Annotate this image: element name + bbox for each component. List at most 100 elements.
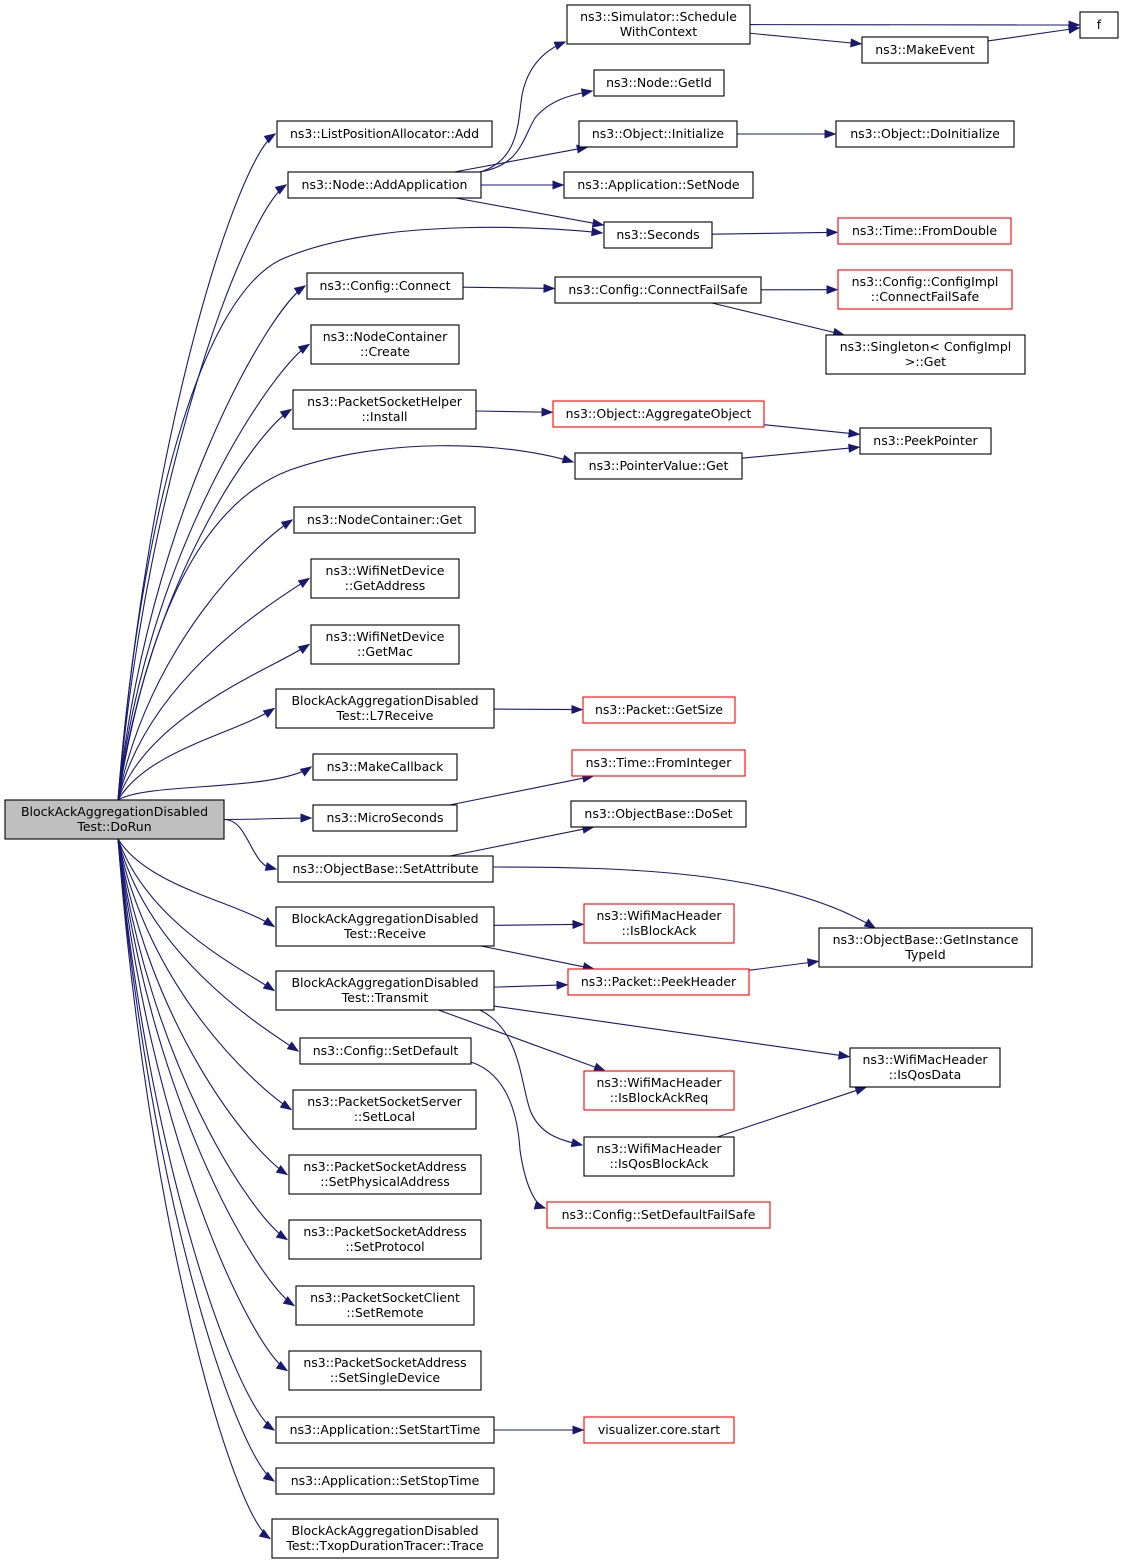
node-box[interactable] bbox=[276, 120, 493, 148]
node-box[interactable] bbox=[275, 1467, 495, 1495]
node-objinit[interactable]: ns3::Object::Initialize bbox=[578, 120, 738, 148]
node-box[interactable] bbox=[271, 1518, 499, 1559]
node-setsingle[interactable]: ns3::PacketSocketAddress::SetSingleDevic… bbox=[288, 1350, 482, 1391]
node-box[interactable] bbox=[275, 688, 495, 729]
node-box[interactable] bbox=[567, 968, 750, 996]
node-box[interactable] bbox=[837, 217, 1012, 245]
node-nccreate[interactable]: ns3::NodeContainer::Create bbox=[310, 324, 460, 365]
node-box[interactable] bbox=[275, 1416, 495, 1444]
node-box[interactable] bbox=[571, 749, 746, 777]
node-transmit[interactable]: BlockAckAggregationDisabledTest::Transmi… bbox=[275, 970, 495, 1011]
node-psssetlocal[interactable]: ns3::PacketSocketServer::SetLocal bbox=[292, 1089, 477, 1130]
node-peekptr[interactable]: ns3::PeekPointer bbox=[859, 427, 992, 455]
node-isqosba[interactable]: ns3::WifiMacHeader::IsQosBlockAck bbox=[583, 1136, 735, 1177]
node-box[interactable] bbox=[566, 4, 751, 45]
node-getmac[interactable]: ns3::WifiNetDevice::GetMac bbox=[310, 624, 460, 665]
node-box[interactable] bbox=[287, 171, 482, 199]
node-pshinstall[interactable]: ns3::PacketSocketHelper::Install bbox=[292, 389, 477, 430]
node-ptrget[interactable]: ns3::PointerValue::Get bbox=[574, 452, 743, 480]
node-isblockack[interactable]: ns3::WifiMacHeader::IsBlockAck bbox=[583, 903, 735, 944]
node-box[interactable] bbox=[583, 903, 735, 944]
node-box[interactable] bbox=[306, 272, 464, 300]
node-box[interactable] bbox=[582, 696, 736, 724]
node-box[interactable] bbox=[4, 799, 225, 840]
node-doset[interactable]: ns3::ObjectBase::DoSet bbox=[570, 800, 747, 828]
node-seconds[interactable]: ns3::Seconds bbox=[603, 221, 713, 249]
node-box[interactable] bbox=[563, 171, 754, 199]
node-box[interactable] bbox=[835, 120, 1015, 148]
node-box[interactable] bbox=[293, 506, 476, 534]
node-box[interactable] bbox=[552, 400, 765, 428]
node-box[interactable] bbox=[310, 624, 460, 665]
node-box[interactable] bbox=[275, 970, 495, 1011]
node-singleton[interactable]: ns3::Singleton< ConfigImpl>::Get bbox=[825, 334, 1026, 375]
node-box[interactable] bbox=[825, 334, 1026, 375]
node-box[interactable] bbox=[312, 804, 458, 832]
node-peekhdr[interactable]: ns3::Packet::PeekHeader bbox=[567, 968, 750, 996]
node-setremote[interactable]: ns3::PacketSocketClient::SetRemote bbox=[295, 1285, 475, 1326]
node-makecb[interactable]: ns3::MakeCallback bbox=[312, 753, 458, 781]
node-box[interactable] bbox=[861, 36, 989, 64]
node-aggobj[interactable]: ns3::Object::AggregateObject bbox=[552, 400, 765, 428]
node-box[interactable] bbox=[288, 1350, 482, 1391]
node-box[interactable] bbox=[574, 452, 743, 480]
node-box[interactable] bbox=[593, 69, 725, 97]
node-isqosdata[interactable]: ns3::WifiMacHeader::IsQosData bbox=[849, 1047, 1001, 1088]
node-box[interactable] bbox=[292, 1089, 477, 1130]
node-listpos[interactable]: ns3::ListPositionAllocator::Add bbox=[276, 120, 493, 148]
node-box[interactable] bbox=[603, 221, 713, 249]
node-box[interactable] bbox=[292, 389, 477, 430]
node-fromint[interactable]: ns3::Time::FromInteger bbox=[571, 749, 746, 777]
node-box[interactable] bbox=[1079, 11, 1119, 39]
node-box[interactable] bbox=[583, 1416, 735, 1444]
node-cfgconnect[interactable]: ns3::Config::Connect bbox=[306, 272, 464, 300]
node-setdefault[interactable]: ns3::Config::SetDefault bbox=[299, 1037, 472, 1065]
node-box[interactable] bbox=[295, 1285, 475, 1326]
node-box[interactable] bbox=[277, 855, 494, 883]
node-box[interactable] bbox=[859, 427, 992, 455]
node-setproto[interactable]: ns3::PacketSocketAddress::SetProtocol bbox=[288, 1219, 482, 1260]
node-fromdouble[interactable]: ns3::Time::FromDouble bbox=[837, 217, 1012, 245]
node-setnode[interactable]: ns3::Application::SetNode bbox=[563, 171, 754, 199]
node-box[interactable] bbox=[849, 1047, 1001, 1088]
node-setphys[interactable]: ns3::PacketSocketAddress::SetPhysicalAdd… bbox=[288, 1154, 482, 1195]
node-cfgimplcfs[interactable]: ns3::Config::ConfigImpl::ConnectFailSafe bbox=[837, 269, 1013, 310]
node-box[interactable] bbox=[288, 1219, 482, 1260]
node-box[interactable] bbox=[310, 324, 460, 365]
node-vizstart[interactable]: visualizer.core.start bbox=[583, 1416, 735, 1444]
node-doinit[interactable]: ns3::Object::DoInitialize bbox=[835, 120, 1015, 148]
node-box[interactable] bbox=[310, 558, 460, 599]
node-box[interactable] bbox=[818, 927, 1033, 968]
node-box[interactable] bbox=[583, 1136, 735, 1177]
node-f[interactable]: f bbox=[1079, 11, 1119, 39]
node-addapp[interactable]: ns3::Node::AddApplication bbox=[287, 171, 482, 199]
node-trace[interactable]: BlockAckAggregationDisabledTest::TxopDur… bbox=[271, 1518, 499, 1559]
node-getid[interactable]: ns3::Node::GetId bbox=[593, 69, 725, 97]
node-setdeffs[interactable]: ns3::Config::SetDefaultFailSafe bbox=[546, 1201, 771, 1229]
node-setstop[interactable]: ns3::Application::SetStopTime bbox=[275, 1467, 495, 1495]
node-setattr[interactable]: ns3::ObjectBase::SetAttribute bbox=[277, 855, 494, 883]
node-box[interactable] bbox=[578, 120, 738, 148]
node-box[interactable] bbox=[288, 1154, 482, 1195]
node-box[interactable] bbox=[583, 1070, 735, 1111]
node-getaddr[interactable]: ns3::WifiNetDevice::GetAddress bbox=[310, 558, 460, 599]
node-ncget[interactable]: ns3::NodeContainer::Get bbox=[293, 506, 476, 534]
node-box[interactable] bbox=[554, 276, 762, 304]
node-box[interactable] bbox=[570, 800, 747, 828]
node-makeevent[interactable]: ns3::MakeEvent bbox=[861, 36, 989, 64]
node-l7recv[interactable]: BlockAckAggregationDisabledTest::L7Recei… bbox=[275, 688, 495, 729]
node-box[interactable] bbox=[546, 1201, 771, 1229]
node-box[interactable] bbox=[837, 269, 1013, 310]
node-box[interactable] bbox=[299, 1037, 472, 1065]
node-box[interactable] bbox=[312, 753, 458, 781]
node-isbareq[interactable]: ns3::WifiMacHeader::IsBlockAckReq bbox=[583, 1070, 735, 1111]
node-getsize[interactable]: ns3::Packet::GetSize bbox=[582, 696, 736, 724]
node-connectfs[interactable]: ns3::Config::ConnectFailSafe bbox=[554, 276, 762, 304]
node-box[interactable] bbox=[275, 906, 495, 947]
node-setstart[interactable]: ns3::Application::SetStartTime bbox=[275, 1416, 495, 1444]
node-micro[interactable]: ns3::MicroSeconds bbox=[312, 804, 458, 832]
